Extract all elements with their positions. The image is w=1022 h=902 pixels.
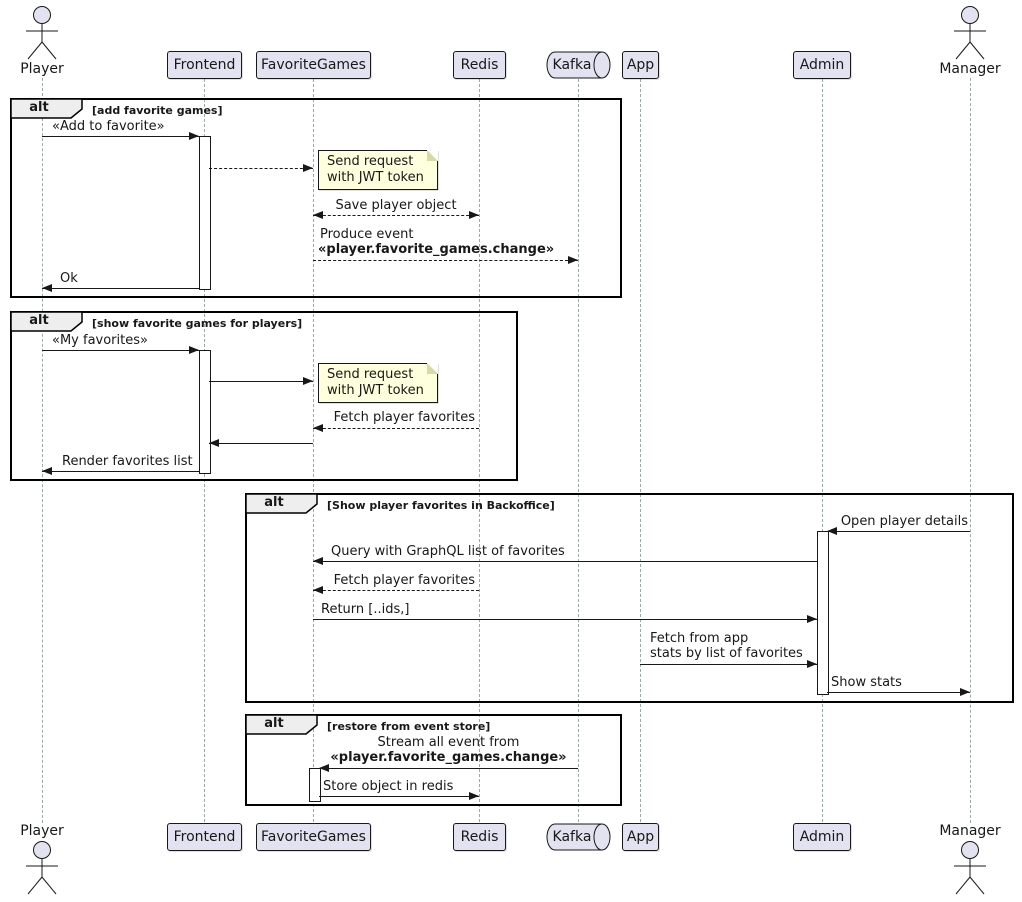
note-line: with JWT token	[327, 383, 424, 398]
participant-favoritegames-bottom: FavoriteGames	[256, 823, 371, 851]
lifeline-manager	[970, 78, 971, 823]
participant-kafka-bottom-label: Kafka	[552, 829, 592, 845]
message-arrow-ok	[42, 284, 199, 292]
message-arrow-query-graphql	[313, 557, 817, 565]
activation-frontend-2	[199, 350, 211, 474]
message-label: Produce event	[320, 227, 414, 242]
message-arrow-open-player-details	[827, 527, 970, 535]
jwt-note-2: Send request with JWT token	[318, 363, 438, 403]
alt-condition: [Show player favorites in Backoffice]	[327, 499, 555, 512]
participant-kafka-top-label: Kafka	[552, 57, 592, 73]
participant-admin-top: Admin	[793, 51, 851, 79]
message-label: «player.favorite_games.change»	[318, 242, 555, 257]
actor-manager-bottom-label: Manager	[939, 823, 1001, 839]
message-arrow-render-favorites	[42, 467, 199, 475]
message-label: Show stats	[831, 675, 902, 690]
message-arrow-store-object	[319, 792, 479, 800]
participant-redis-top: Redis	[453, 51, 506, 79]
actor-manager-bottom-icon	[952, 840, 988, 896]
message-arrow-fetch-favorites-2	[313, 586, 479, 594]
participant-kafka-bottom: Kafka	[546, 823, 612, 851]
actor-manager-top-icon	[952, 5, 988, 61]
message-label: Store object in redis	[323, 779, 454, 794]
alt-frame-tab: alt	[10, 98, 84, 120]
activation-favoritegames	[309, 768, 321, 802]
message-label: Fetch from app	[650, 631, 749, 646]
actor-player-bottom-label: Player	[20, 823, 64, 839]
participant-favoritegames-top: FavoriteGames	[256, 51, 371, 79]
message-label: Open player details	[840, 514, 968, 529]
participant-frontend-top: Frontend	[167, 51, 242, 79]
alt-keyword: alt	[29, 100, 49, 115]
participant-app-bottom: App	[622, 823, 659, 851]
alt-frame-tab: alt	[10, 311, 84, 333]
message-arrow-fetch-from-app	[640, 660, 817, 668]
alt-keyword: alt	[264, 495, 284, 510]
alt-keyword: alt	[264, 716, 284, 731]
queue-shape-icon	[546, 823, 611, 851]
lifeline-app	[640, 79, 641, 822]
alt-condition: [show favorite games for players]	[92, 317, 303, 330]
participant-kafka-top: Kafka	[546, 51, 612, 79]
actor-player-bottom-icon	[24, 840, 60, 896]
note-line: Send request	[327, 154, 414, 169]
alt-condition: [add favorite games]	[92, 104, 223, 117]
message-arrow-stream-events	[319, 764, 578, 772]
note-line: Send request	[327, 367, 414, 382]
message-label: «player.favorite_games.change»	[330, 750, 567, 765]
message-arrow-return-ids	[313, 615, 817, 623]
actor-player-top-icon	[24, 5, 60, 61]
alt-keyword: alt	[29, 313, 49, 328]
message-arrow-produce-event	[313, 256, 578, 264]
lifeline-player	[42, 78, 43, 823]
participant-frontend-bottom: Frontend	[167, 823, 242, 851]
activation-admin	[817, 531, 829, 695]
actor-manager-top-label: Manager	[939, 61, 1001, 77]
message-arrow-fetch-favorites-1	[313, 424, 479, 432]
actor-player-top-label: Player	[20, 61, 64, 77]
activation-frontend-1	[199, 136, 211, 290]
message-arrow-reply	[209, 439, 313, 447]
note-line: with JWT token	[327, 170, 424, 185]
message-arrow-to-note	[209, 377, 313, 385]
message-label: stats by list of favorites	[650, 646, 803, 661]
message-label: Render favorites list	[62, 454, 193, 469]
message-arrow-add-to-favorite	[42, 132, 199, 140]
queue-shape-icon	[546, 51, 611, 79]
message-arrow-to-note	[209, 164, 313, 172]
message-label: Ok	[60, 271, 78, 286]
jwt-note-1: Send request with JWT token	[318, 150, 438, 190]
lifeline-redis	[479, 79, 480, 822]
message-label: Stream all event from	[377, 735, 520, 750]
alt-frame-tab: alt	[245, 493, 319, 515]
message-label: «My favorites»	[52, 333, 148, 348]
message-label: Fetch player favorites	[333, 410, 475, 425]
lifeline-admin	[822, 79, 823, 822]
message-label: Return [..ids,]	[321, 602, 410, 617]
lifeline-kafka	[578, 79, 579, 822]
message-label: Fetch player favorites	[333, 573, 475, 588]
message-arrow-my-favorites	[42, 346, 199, 354]
message-label: Query with GraphQL list of favorites	[331, 544, 565, 559]
message-label: «Add to favorite»	[52, 119, 165, 134]
participant-redis-bottom: Redis	[453, 823, 506, 851]
message-arrow-show-stats	[827, 688, 970, 696]
participant-app-top: App	[622, 51, 659, 79]
message-label: Save player object	[335, 198, 457, 213]
alt-condition: [restore from event store]	[327, 720, 491, 733]
alt-frame-tab: alt	[245, 714, 319, 736]
lifeline-favoritegames	[313, 79, 314, 822]
participant-admin-bottom: Admin	[793, 823, 851, 851]
message-arrow-save-player-object	[313, 211, 479, 219]
